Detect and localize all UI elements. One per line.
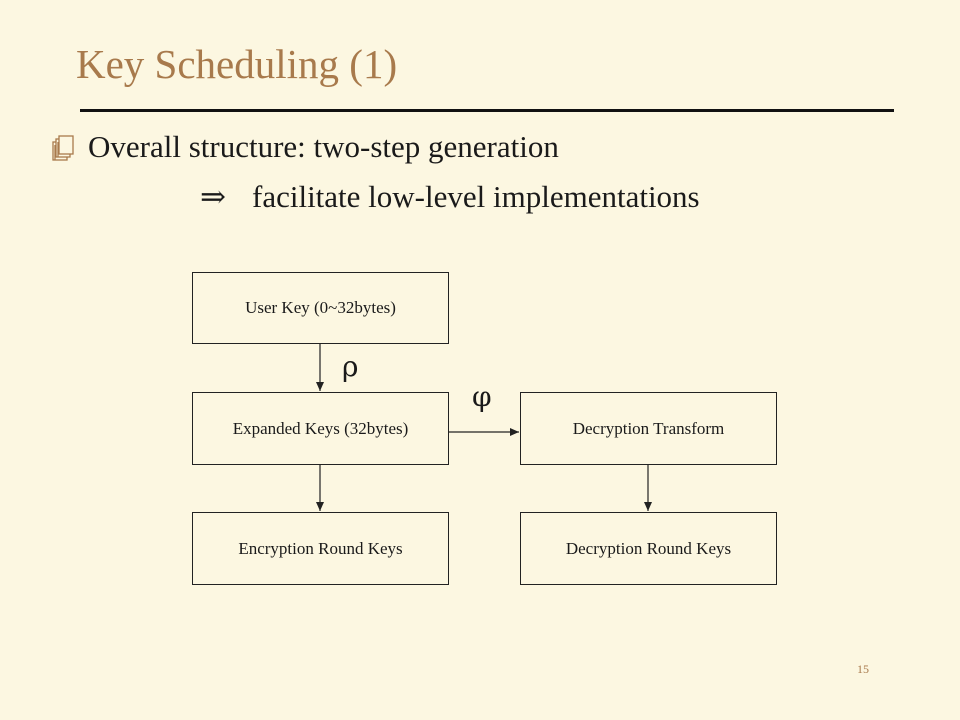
expanded-keys-box: Expanded Keys (32bytes) (192, 392, 449, 465)
book-bullet-icon (52, 135, 74, 161)
slide-title: Key Scheduling (1) (76, 41, 398, 87)
user-key-box: User Key (0~32bytes) (192, 272, 449, 344)
decryption-round-keys-box: Decryption Round Keys (520, 512, 777, 585)
phi-label: φ (472, 380, 492, 413)
page-number: 15 (857, 662, 869, 676)
rho-label: ρ (342, 350, 359, 383)
implies-arrow-icon: ⇒ (200, 179, 226, 214)
decryption-transform-box: Decryption Transform (520, 392, 777, 465)
encryption-round-keys-box: Encryption Round Keys (192, 512, 449, 585)
sub-point-text: facilitate low-level implementations (252, 179, 700, 214)
sub-point: ⇒ facilitate low-level implementations (200, 177, 700, 217)
title-divider (80, 109, 894, 112)
bullet-text: Overall structure: two-step generation (88, 129, 559, 164)
